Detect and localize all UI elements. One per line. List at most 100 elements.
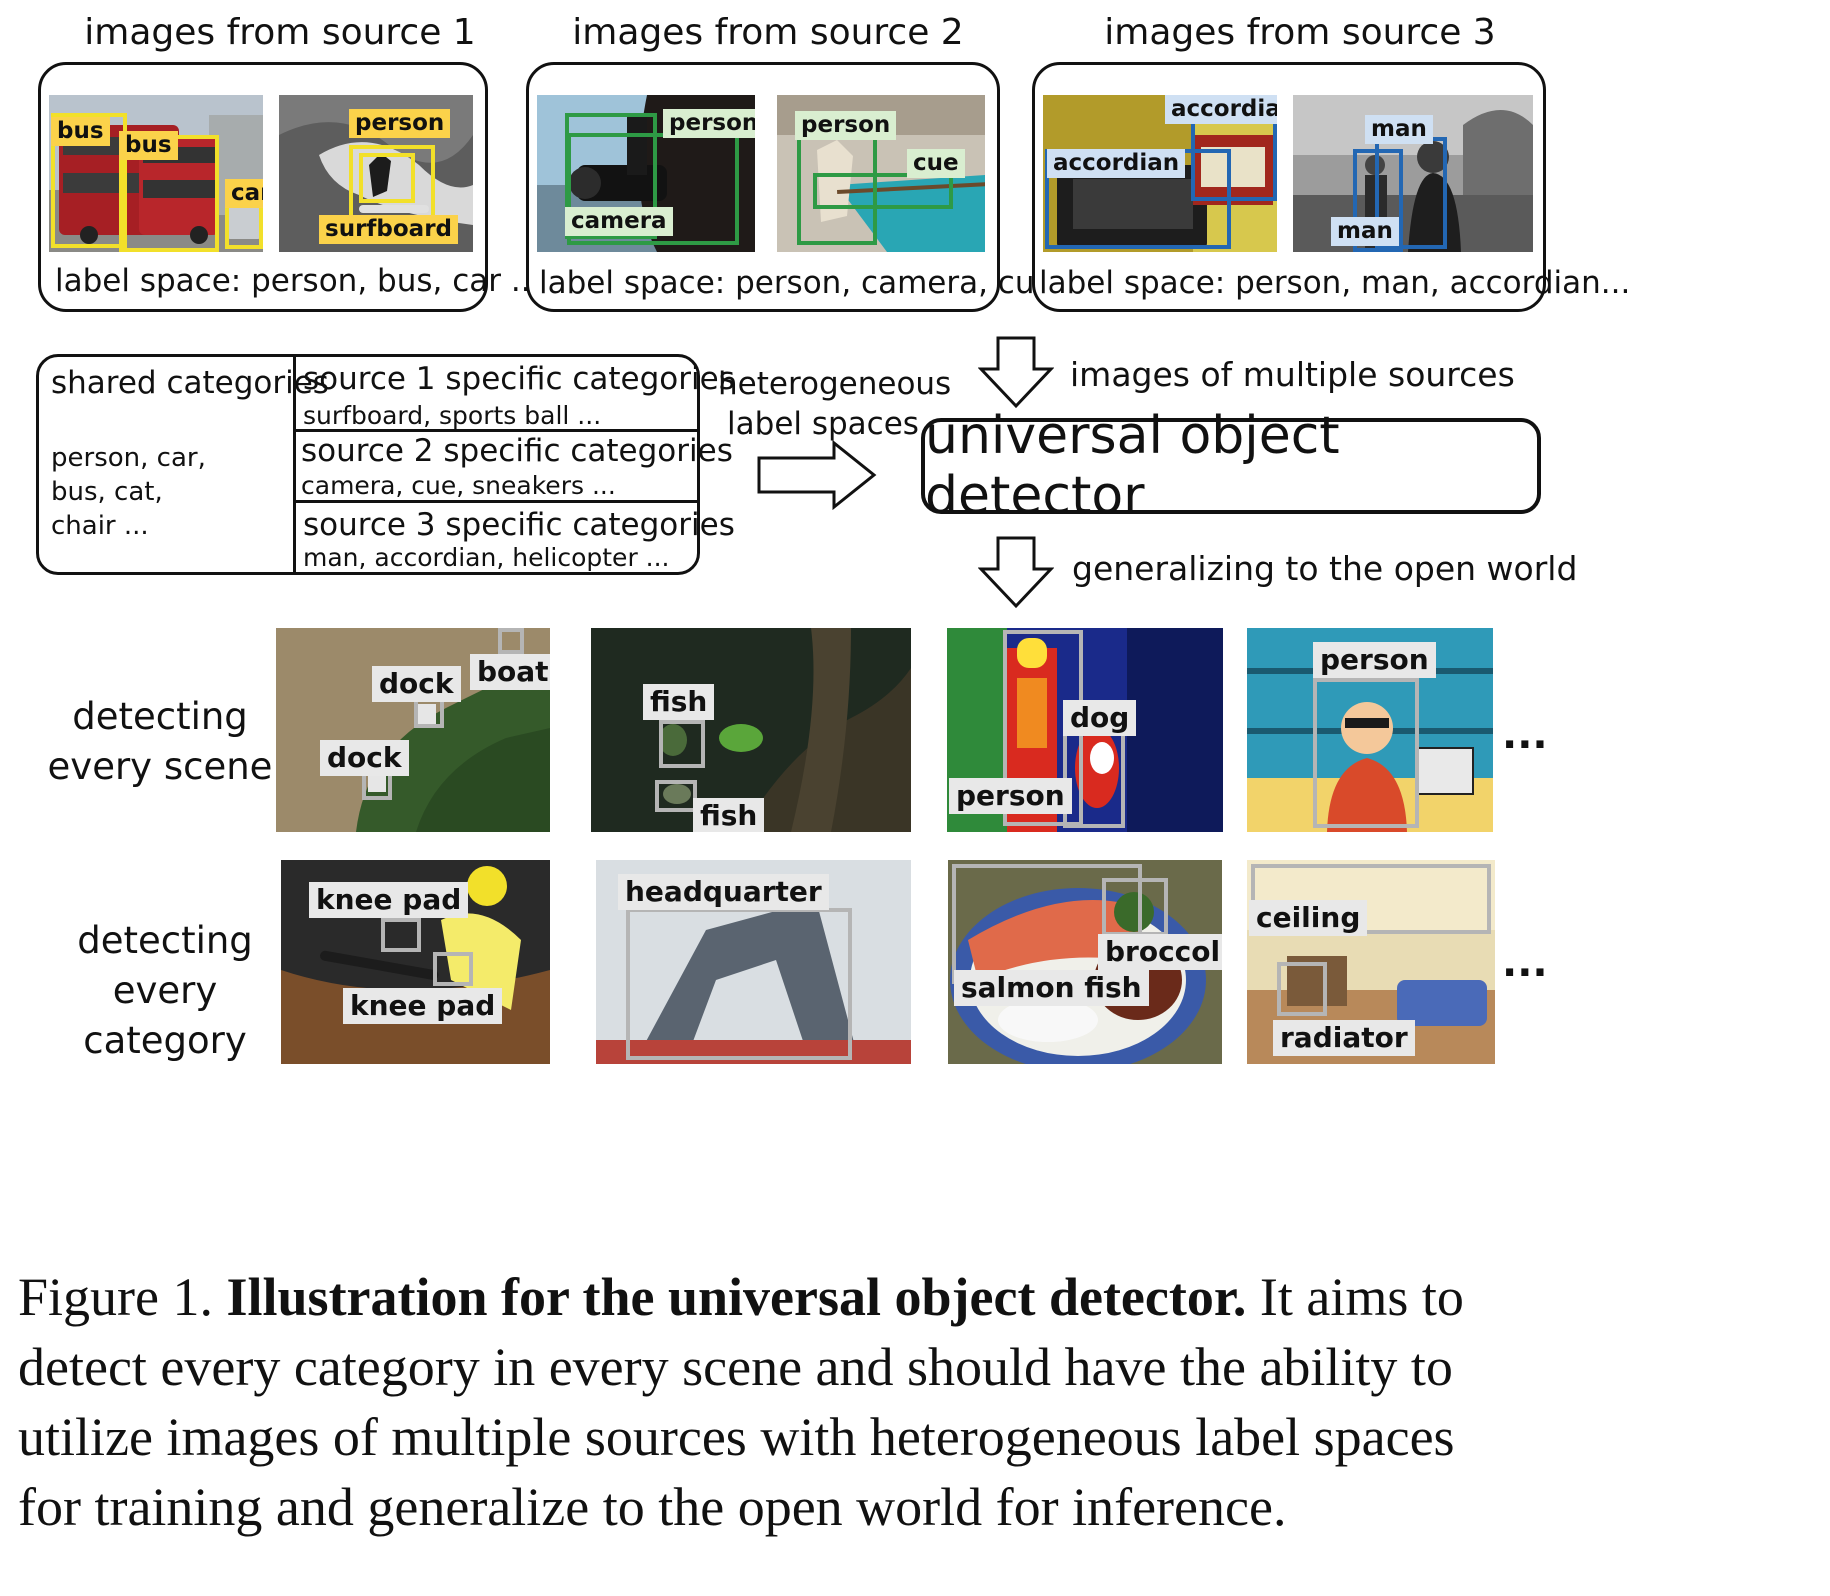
label-space-3: label space: person, man, accordian... xyxy=(1039,265,1631,301)
heterogeneous-label-line: label spaces xyxy=(727,406,919,442)
tag-dog: dog xyxy=(1063,700,1137,736)
tag-knee-pad: knee pad xyxy=(309,882,469,918)
source-1-panel: bus bus car person surfboard label space… xyxy=(38,62,540,312)
divider xyxy=(293,429,697,432)
underwater-photo: fish fish xyxy=(591,628,911,832)
accordion-photo: accordian accordian xyxy=(1043,95,1277,252)
tag-knee-pad: knee pad xyxy=(343,988,503,1024)
shared-item: chair ... xyxy=(51,511,149,541)
bbox xyxy=(1277,962,1327,1016)
universal-detector-label: universal object detector xyxy=(925,406,1340,526)
tag-accordian: accordian xyxy=(1165,95,1277,124)
shared-categories-header: shared categories xyxy=(51,365,329,401)
tag-headquarter: headquarter xyxy=(618,874,829,910)
caption-line-4: for training and generalize to the open … xyxy=(18,1477,1287,1537)
tag-radiator: radiator xyxy=(1273,1020,1415,1056)
source-3-title: images from source 3 xyxy=(1104,12,1496,53)
bbox xyxy=(659,720,705,768)
caption-bold-title: Illustration for the universal object de… xyxy=(226,1267,1247,1327)
source-3-panel: accordian accordian man man label space:… xyxy=(1032,62,1630,312)
tag-bus: bus xyxy=(119,131,178,160)
bbox xyxy=(498,628,524,654)
shared-item: person, car, xyxy=(51,443,206,473)
tag-car: car xyxy=(225,179,263,208)
row-label-line: every scene xyxy=(47,744,273,788)
source-2-specific-header: source 2 specific categories xyxy=(301,433,733,469)
bbox xyxy=(1251,864,1491,934)
caption-line-3: utilize images of multiple sources with … xyxy=(18,1407,1455,1467)
tag-surfboard: surfboard xyxy=(319,215,459,244)
aerial-photo: dock boat dock xyxy=(276,628,550,832)
tag-person: person xyxy=(949,778,1072,814)
tag-boat: boat xyxy=(470,654,550,690)
thermal-photo: dog person xyxy=(947,628,1223,832)
tag-bus: bus xyxy=(51,117,110,146)
caption-line-1: Figure 1. Illustration for the universal… xyxy=(18,1262,1818,1332)
tag-dock: dock xyxy=(320,740,409,776)
bbox xyxy=(567,133,739,245)
multi-sources-label: images of multiple sources xyxy=(1070,355,1515,394)
universal-detector-box: universal object detector xyxy=(921,406,1541,526)
tag-broccoli: broccoli xyxy=(1098,934,1222,970)
heterogeneous-label-line: heterogeneous xyxy=(718,366,952,402)
down-arrow-icon xyxy=(978,536,1054,609)
bbox xyxy=(51,113,127,248)
caption-prefix: Figure 1. xyxy=(18,1267,213,1327)
bbox xyxy=(359,153,415,203)
row-label-line: detecting xyxy=(77,919,253,962)
bbox xyxy=(813,173,953,209)
category-table: shared categories person, car, bus, cat,… xyxy=(36,354,735,575)
bbox xyxy=(381,918,421,952)
surf-photo: person surfboard xyxy=(279,95,473,252)
source-3-specific-header: source 3 specific categories xyxy=(303,507,735,543)
tag-person: person xyxy=(663,109,755,138)
man-photo: man man xyxy=(1293,95,1533,252)
caption-line-2: detect every category in every scene and… xyxy=(18,1337,1453,1397)
row-label-line: detecting xyxy=(72,695,248,738)
tag-man: man xyxy=(1365,115,1433,144)
source-2-panel: person camera person cue label space: pe… xyxy=(526,62,1083,312)
tag-accordian: accordian xyxy=(1047,149,1186,178)
bbox xyxy=(1063,732,1125,828)
bus-photo: bus bus car xyxy=(49,95,263,252)
label-space-2: label space: person, camera, cue... xyxy=(539,265,1084,301)
open-world-label: generalizing to the open world xyxy=(1072,549,1578,588)
tag-man: man xyxy=(1331,217,1399,246)
caption-line-1-rest: It aims to xyxy=(1259,1267,1464,1327)
source-1-title: images from source 1 xyxy=(84,12,476,53)
shared-item: bus, cat, xyxy=(51,477,163,507)
divider xyxy=(293,357,296,572)
heterogeneous-label: heterogeneous label spaces xyxy=(718,364,952,444)
tag-camera: camera xyxy=(565,207,673,236)
source-1-specific-header: source 1 specific categories xyxy=(303,361,735,397)
tag-person: person xyxy=(349,109,451,138)
down-arrow-icon xyxy=(978,336,1054,409)
billiards-photo: person cue xyxy=(777,95,985,252)
ellipsis: ... xyxy=(1502,940,1548,986)
bbox xyxy=(1313,678,1419,828)
figure-caption: Figure 1. Illustration for the universal… xyxy=(18,1262,1818,1542)
tag-person: person xyxy=(795,111,897,140)
source-3-specific-items: man, accordian, helicopter ... xyxy=(303,543,670,572)
tag-ceiling: ceiling xyxy=(1249,900,1368,936)
source-2-title: images from source 2 xyxy=(572,12,964,53)
source-1-specific-items: surfboard, sports ball ... xyxy=(303,401,602,430)
tag-fish: fish xyxy=(643,684,715,720)
food-photo: broccoli salmon fish xyxy=(948,860,1222,1064)
right-arrow-icon xyxy=(757,440,877,510)
cartoon-photo: person xyxy=(1247,628,1493,832)
tag-person: person xyxy=(1313,642,1436,678)
label-space-1: label space: person, bus, car ... xyxy=(55,263,541,299)
bbox xyxy=(1191,117,1277,201)
bbox xyxy=(414,698,444,728)
ellipsis: ... xyxy=(1502,712,1548,758)
tag-dock: dock xyxy=(372,666,461,702)
skate-photo: knee pad knee pad xyxy=(281,860,550,1064)
tag-salmon-fish: salmon fish xyxy=(954,970,1149,1006)
bbox xyxy=(626,908,852,1060)
row-label-scene: detecting every scene xyxy=(40,692,280,792)
row-label-line: every category xyxy=(83,968,247,1062)
room-photo: ceiling radiator xyxy=(1247,860,1495,1064)
bbox xyxy=(433,952,473,986)
tag-fish: fish xyxy=(693,798,765,832)
